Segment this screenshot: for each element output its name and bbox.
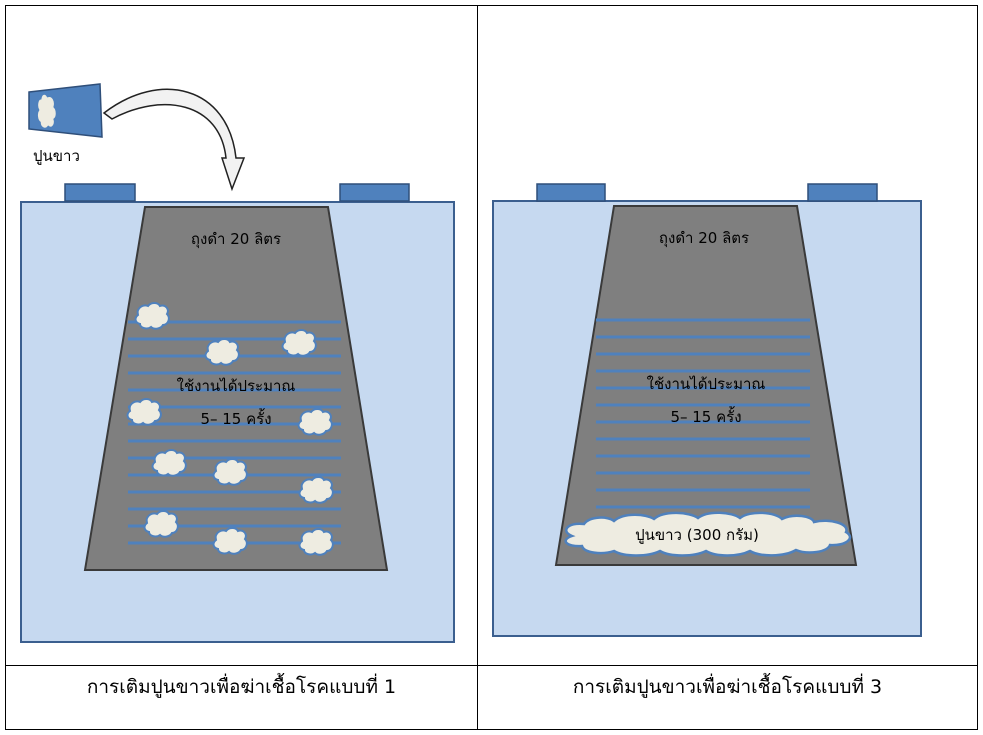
scoop-label: ปูนขาว	[33, 147, 80, 165]
usage-line-2: 5– 15 ครั้ง	[670, 406, 741, 426]
lime-bottom-layer	[564, 511, 852, 557]
lime-bottom-label: ปูนขาว (300 กรัม)	[635, 526, 759, 544]
bin-handle-left	[64, 183, 136, 202]
bin-handle-left	[536, 183, 606, 202]
usage-line-2: 5– 15 ครั้ง	[200, 408, 271, 428]
lime-clump	[297, 408, 333, 436]
black-bag	[554, 205, 858, 566]
caption-panel-3: การเติมปูนขาวเพื่อฆ่าเชื้อโรคแบบที่ 3	[572, 676, 883, 698]
table-cell-right	[477, 5, 978, 730]
panel-1-illustration: ถุงดำ 20 ลิตร ใช้งานได้ประมาณ 5– 15 ครั้…	[20, 83, 455, 643]
lime-clump	[126, 398, 162, 426]
caption-panel-1: การเติมปูนขาวเพื่อฆ่าเชื้อโรคแบบที่ 1	[86, 676, 397, 698]
panel-3-illustration: ถุงดำ 20 ลิตร ใช้งานได้ประมาณ 5– 15 ครั้…	[492, 183, 922, 637]
scoop-lime-icon	[36, 92, 58, 130]
usage-line-1: ใช้งานได้ประมาณ	[647, 375, 766, 393]
lime-clump	[298, 528, 334, 556]
layer-lines	[596, 318, 810, 509]
lime-clump	[143, 510, 179, 538]
lime-clump	[212, 458, 248, 486]
bag-label: ถุงดำ 20 ลิตร	[659, 229, 749, 248]
lime-clump	[151, 449, 187, 477]
caption-row-divider	[5, 665, 978, 666]
bag-label: ถุงดำ 20 ลิตร	[191, 230, 281, 249]
lime-clump	[281, 329, 317, 357]
lime-clump	[212, 527, 248, 555]
lime-clump	[134, 302, 170, 330]
curved-arrow-icon	[102, 88, 246, 192]
lime-clump	[298, 476, 334, 504]
bin-handle-right	[807, 183, 878, 202]
lime-scoop	[28, 83, 103, 138]
usage-line-1: ใช้งานได้ประมาณ	[177, 377, 296, 395]
lime-clump	[204, 338, 240, 366]
bin-handle-right	[339, 183, 410, 202]
